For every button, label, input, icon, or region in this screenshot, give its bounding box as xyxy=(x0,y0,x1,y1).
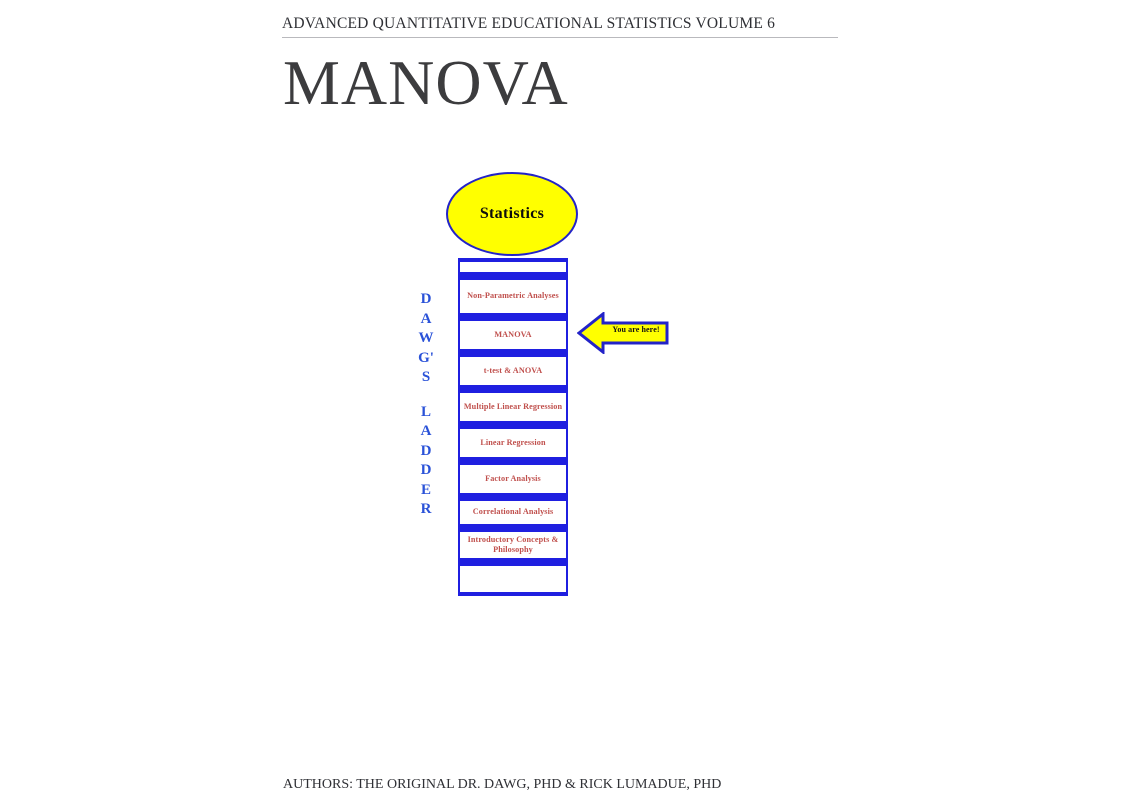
vertical-label-char: L xyxy=(420,403,431,420)
ladder-rung-label: Non-Parametric Analyses xyxy=(467,291,559,301)
ladder-rung-label: Linear Regression xyxy=(480,437,546,447)
ladder-rung: t-test & ANOVA xyxy=(460,353,566,389)
vertical-label-char: A xyxy=(420,310,432,327)
page-title: MANOVA xyxy=(283,47,569,118)
vertical-label-char: R xyxy=(420,501,432,517)
vertical-label-char: D xyxy=(420,442,432,459)
vertical-label-char: G' xyxy=(418,349,434,366)
ladder-rung: Multiple Linear Regression xyxy=(460,389,566,425)
ladder-rung: Linear Regression xyxy=(460,425,566,461)
ladder-rung: Correlational Analysis xyxy=(460,497,566,528)
statistics-ellipse-label: Statistics xyxy=(479,205,545,222)
page-header: ADVANCED QUANTITATIVE EDUCATIONAL STATIS… xyxy=(282,14,838,38)
vertical-label-char: D xyxy=(420,291,432,307)
ladder-rung: MANOVA xyxy=(460,317,566,353)
ladder-rung xyxy=(460,258,566,276)
you-are-here-label: You are here! xyxy=(612,325,660,334)
vertical-label-char: A xyxy=(420,423,432,439)
header-series-title: ADVANCED QUANTITATIVE EDUCATIONAL STATIS… xyxy=(282,15,776,32)
ladder-rung-label: Factor Analysis xyxy=(485,473,541,483)
header-divider xyxy=(282,37,838,38)
vertical-label-gap xyxy=(408,388,444,403)
ladder-rung-label: MANOVA xyxy=(494,329,532,339)
footer-authors: AUTHORS: THE ORIGINAL DR. DAWG, PHD & RI… xyxy=(283,777,722,792)
ladder-rail-right xyxy=(564,258,568,596)
vertical-label-char: D xyxy=(420,462,432,478)
vertical-label-char: S xyxy=(421,369,431,385)
vertical-label-char: E xyxy=(420,481,431,498)
ladder-rung-label: Multiple Linear Regression xyxy=(463,401,563,411)
vertical-label-char: W xyxy=(418,330,434,346)
ladder-rung-label: Correlational Analysis xyxy=(472,507,554,517)
ladder-rung xyxy=(460,562,566,596)
ladder-rung-label: t-test & ANOVA xyxy=(483,365,543,375)
ladder-rung: Non-Parametric Analyses xyxy=(460,276,566,317)
ladder-rung-label: Introductory Concepts & Philosophy xyxy=(467,534,559,555)
statistics-ellipse: Statistics xyxy=(446,172,578,256)
left-arrow-icon xyxy=(577,312,669,354)
you-are-here-callout: You are here! xyxy=(577,312,669,354)
ladder-rung: Factor Analysis xyxy=(460,461,566,497)
ladder-rung: Introductory Concepts & Philosophy xyxy=(460,528,566,562)
